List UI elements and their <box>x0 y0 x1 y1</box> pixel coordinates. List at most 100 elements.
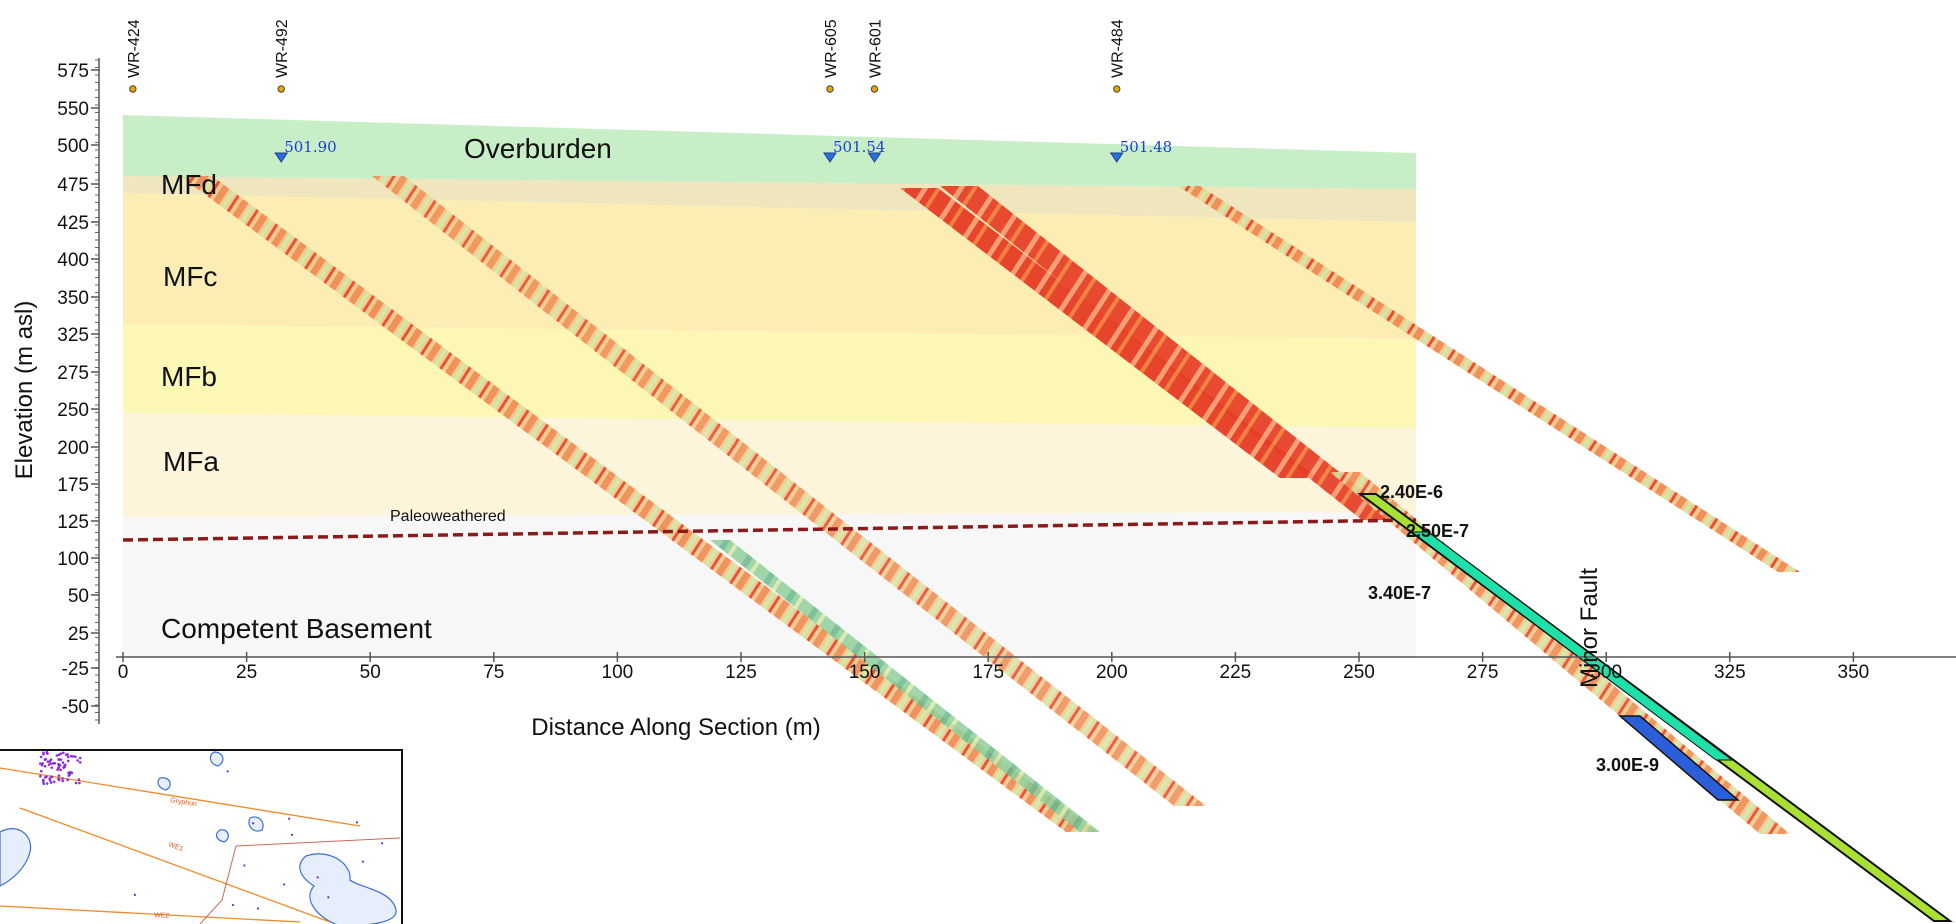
borehole-dot <box>44 757 48 761</box>
well-label: WR-424 <box>126 19 143 78</box>
k-value-label: 2.50E-7 <box>1406 521 1469 541</box>
borehole-dot <box>61 777 64 780</box>
borehole-dot <box>76 759 79 762</box>
fault-packer-mid-k <box>1410 531 1734 761</box>
y-tick-label: 200 <box>57 438 89 459</box>
borehole-dot <box>78 756 82 760</box>
water-level-marker <box>823 152 837 163</box>
well-label: WR-601 <box>867 19 884 78</box>
mfd-label: MFd <box>161 169 217 200</box>
borehole-dot <box>39 774 42 778</box>
y-tick-label: 125 <box>57 512 89 533</box>
borehole-dot <box>66 778 70 782</box>
borehole-dot <box>59 768 62 772</box>
borehole-dot <box>74 781 78 785</box>
well-label: WR-492 <box>274 19 291 78</box>
x-tick-label: 300 <box>1590 662 1622 683</box>
borehole-dot <box>290 833 294 836</box>
borehole-dot <box>39 769 43 773</box>
borehole-dot <box>50 766 54 769</box>
y-tick-label: 325 <box>57 325 89 346</box>
borehole-dot <box>45 750 49 754</box>
x-tick-label: 350 <box>1838 662 1870 683</box>
y-tick-label: -50 <box>62 697 89 718</box>
inset-location-map: Gryphon WE1 WE2 <box>0 749 403 924</box>
borehole-dot <box>58 758 62 761</box>
lake-outline <box>0 828 32 887</box>
borehole-dot <box>42 752 45 756</box>
borehole-cluster <box>38 750 384 910</box>
mfd-unit <box>123 176 1416 222</box>
x-tick-label: 175 <box>972 662 1004 683</box>
y-tick-label: 50 <box>68 586 89 607</box>
inset-map-label: WE1 <box>167 841 184 853</box>
water-level-label: 501.90 <box>284 138 337 156</box>
borehole-dot <box>226 770 229 773</box>
borehole-dot <box>66 755 70 759</box>
unit-labels: Overburden MFd MFc MFb MFa Competent Bas… <box>161 133 612 644</box>
well-marker <box>277 85 285 93</box>
water-level-marker <box>1109 152 1124 163</box>
y-tick-label: 100 <box>57 549 89 570</box>
borehole-dot <box>52 762 55 765</box>
section-line <box>0 767 361 827</box>
water-level-marker <box>867 152 882 163</box>
mfa-label: MFa <box>163 446 219 477</box>
fault-annotations: 2.40E-6 2.50E-7 3.40E-7 3.00E-9 Minor Fa… <box>1368 482 1659 775</box>
borehole-dot <box>57 762 60 766</box>
y-tick-label: 475 <box>57 175 89 196</box>
borehole-dot <box>355 821 359 824</box>
borehole-dot <box>57 753 61 757</box>
borehole-dot <box>78 761 82 764</box>
borehole-dot <box>61 761 65 764</box>
borehole-dot <box>380 842 384 845</box>
y-tick-label: 500 <box>57 136 89 157</box>
y-axis-title: Elevation (m asl) <box>11 301 38 480</box>
y-tick-label: 25 <box>68 624 89 645</box>
k-value-label: 3.40E-7 <box>1368 583 1431 603</box>
y-tick-label: 400 <box>57 250 89 271</box>
y-tick-label: 575 <box>57 61 89 82</box>
borehole-dot <box>361 860 364 863</box>
borehole-dot <box>78 781 81 785</box>
borehole-dot <box>57 778 61 782</box>
lake-outline <box>299 853 397 924</box>
borehole-dot <box>77 778 81 781</box>
well-marker <box>1113 85 1121 93</box>
x-tick-label: 150 <box>849 662 881 683</box>
minor-fault-label: Minor Fault <box>1576 568 1603 688</box>
section-line <box>19 807 331 923</box>
well-marker <box>129 85 137 93</box>
borehole-dot <box>42 782 46 785</box>
basement-label: Competent Basement <box>161 613 432 644</box>
x-tick-label: 250 <box>1343 662 1375 683</box>
borehole-dot <box>38 762 42 765</box>
water-level-label: 501.54 <box>833 138 886 156</box>
boundary-line <box>199 845 237 924</box>
well-marker <box>826 85 834 93</box>
well-marker <box>870 85 879 93</box>
borehole-dot <box>61 779 64 783</box>
borehole-dot <box>49 762 53 765</box>
x-tick-label: 225 <box>1220 662 1252 683</box>
mfc-label: MFc <box>163 261 217 292</box>
x-tick-label: 325 <box>1714 662 1746 683</box>
borehole-dot <box>64 753 68 757</box>
borehole-dot <box>50 775 53 778</box>
borehole-dot <box>49 781 53 784</box>
boundary-line <box>235 837 401 847</box>
y-tick-label: 250 <box>57 400 89 421</box>
x-tick-label: 100 <box>602 662 634 683</box>
y-tick-label: 175 <box>57 475 89 496</box>
borehole-dot <box>243 864 246 867</box>
paleoweathered-contact <box>122 518 1417 542</box>
borehole-dot <box>288 817 291 820</box>
borehole-trace <box>1330 472 1790 834</box>
borehole-dot <box>47 763 51 766</box>
x-tick-label: 275 <box>1467 662 1499 683</box>
borehole-dot <box>68 771 72 774</box>
